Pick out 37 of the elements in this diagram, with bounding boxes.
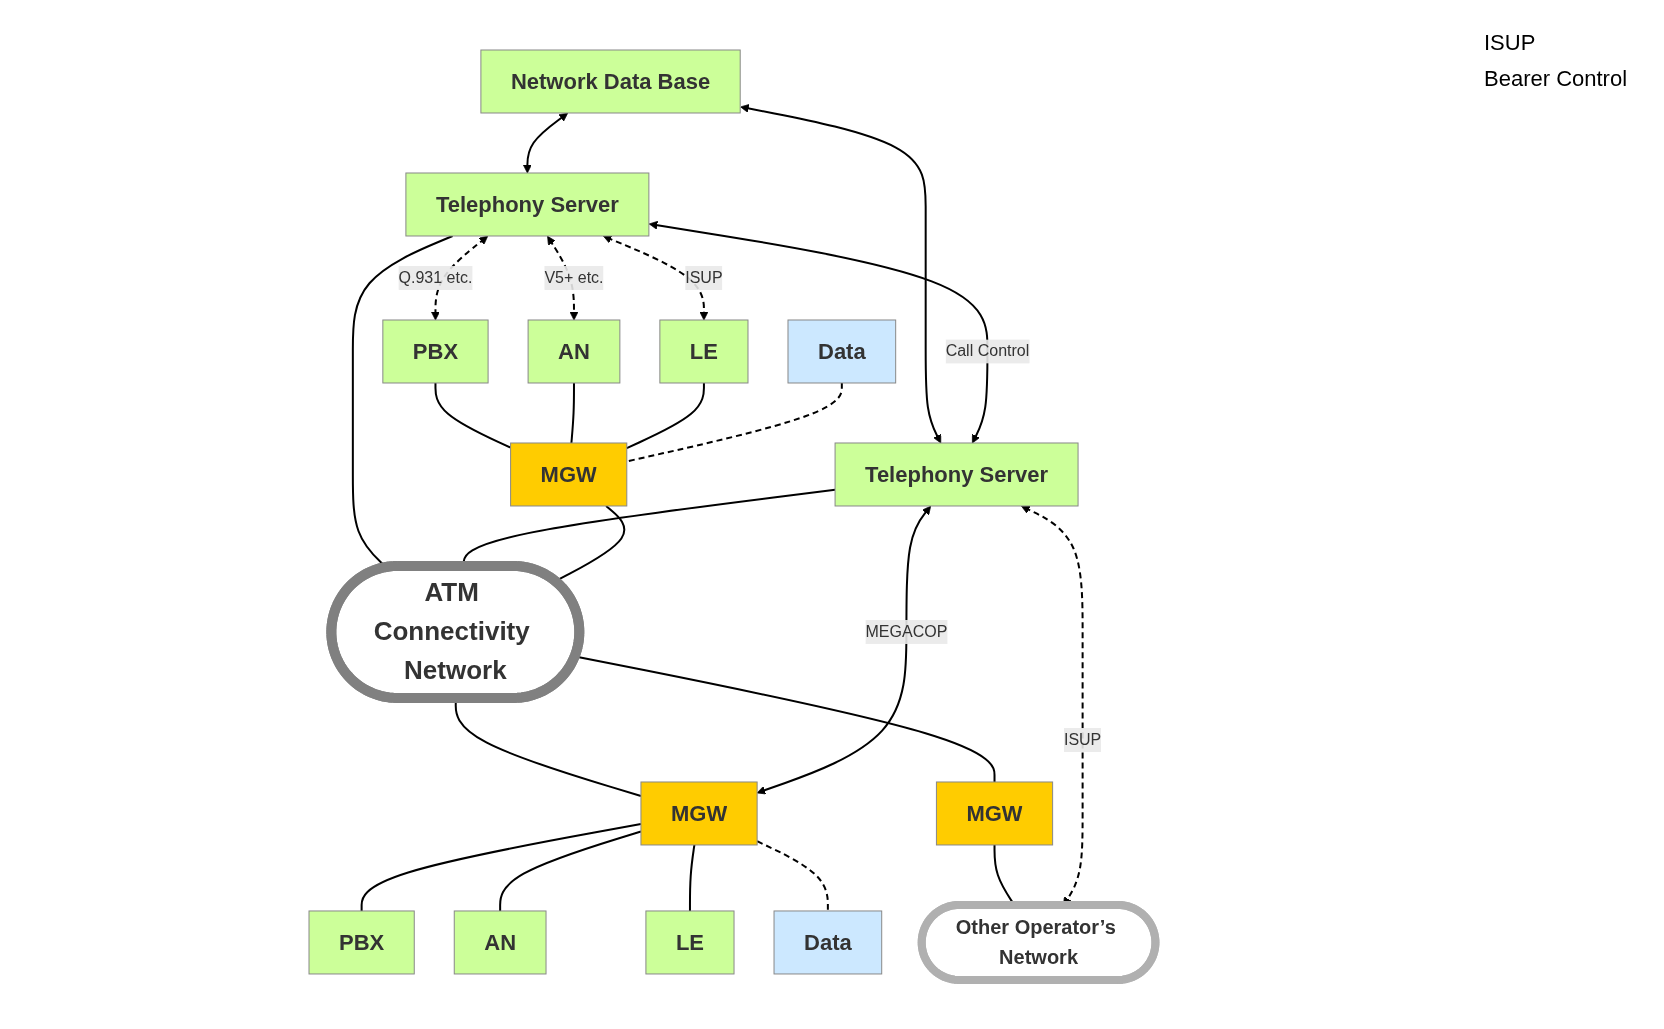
connector (688, 843, 696, 912)
edge-label: Call Control (945, 342, 1030, 360)
node-box: Telephony Server (405, 172, 650, 236)
arrow (648, 220, 989, 443)
node-box: MGW (935, 781, 1053, 845)
arrow (602, 234, 709, 320)
node-box: MGW (640, 781, 758, 845)
node-box: Data (773, 910, 882, 974)
connector (755, 839, 829, 912)
node-box: AN (453, 910, 547, 974)
arrow (756, 505, 931, 794)
node-box: Telephony Server (834, 442, 1079, 506)
connector (625, 381, 843, 462)
node-box: MGW (509, 442, 628, 506)
edge-label: V5+ etc. (544, 268, 604, 286)
edge-label: MEGACOP (865, 622, 948, 640)
edge-label: ISUP (1063, 730, 1102, 748)
node-box: AN (527, 319, 621, 383)
connector (498, 829, 642, 912)
node-box: Network Data Base (480, 49, 741, 113)
arrow (430, 235, 488, 320)
note-label: Bearer Control (1484, 66, 1629, 92)
connector (360, 822, 642, 912)
node-box: PBX (308, 910, 415, 974)
arrow (546, 235, 579, 320)
node-box: Data (787, 319, 896, 383)
edge-label: ISUP (685, 268, 723, 286)
node-box: LE (645, 910, 735, 974)
connector (625, 381, 705, 449)
node-box: PBX (382, 319, 489, 383)
arrow (522, 112, 568, 173)
edge-label: Q.931 etc. (398, 268, 473, 286)
arrow (739, 103, 941, 443)
node-box: LE (659, 319, 749, 383)
note-label: ISUP (1484, 30, 1537, 56)
connector (434, 381, 512, 449)
connector (570, 381, 575, 444)
